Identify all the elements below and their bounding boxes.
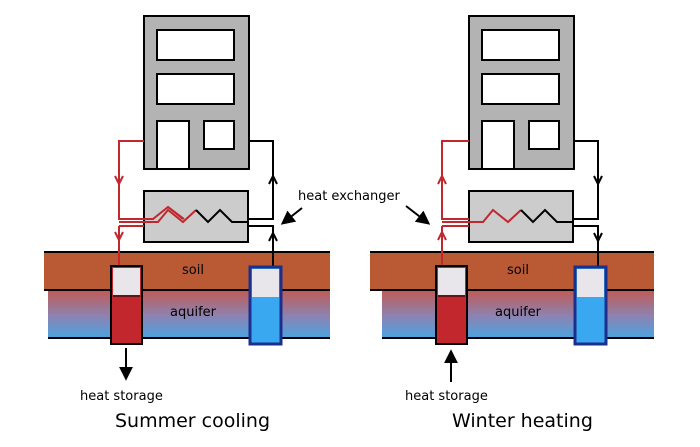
panel-summer-cooling: soil aquifer heat storage Summer cooling [44,15,330,432]
building [143,15,250,170]
heat-exchanger-pointer-left [280,207,303,225]
cold-well [573,265,608,346]
warm-loop [118,140,185,266]
caption-winter-heating: Winter heating [452,410,593,432]
soil-label: soil [507,263,529,278]
arrow-up-black [268,173,278,185]
aquifer-label: aquifer [495,305,542,320]
arrow-down-black [593,232,603,244]
arrow-up-black [268,230,278,242]
panel-winter-heating: soil aquifer heat storage Winter heating [370,15,654,432]
hot-well [110,265,143,345]
cool-loop [520,140,599,266]
heat-storage-label: heat storage [405,389,488,404]
caption-summer-cooling: Summer cooling [115,410,270,432]
building [468,15,575,170]
arrow-down-red [114,175,124,187]
hot-well [435,265,468,345]
arrow-down-red [114,231,124,243]
cool-loop [195,140,274,266]
warm-zigzag [442,208,522,224]
cold-well [248,265,283,346]
arrow-up-red [437,229,447,241]
heat-exchanger [143,190,249,243]
warm-zigzag [119,208,197,224]
heat-exchanger [468,190,574,243]
arrow-up-red [437,173,447,185]
soil-label: soil [182,263,204,278]
aquifer-label: aquifer [170,305,217,320]
heat-storage-label: heat storage [80,389,163,404]
warm-loop [441,140,469,266]
heat-exchanger-label: heat exchanger [298,189,401,204]
heat-exchanger-pointer-right [405,205,431,225]
arrow-down-black [593,175,603,187]
